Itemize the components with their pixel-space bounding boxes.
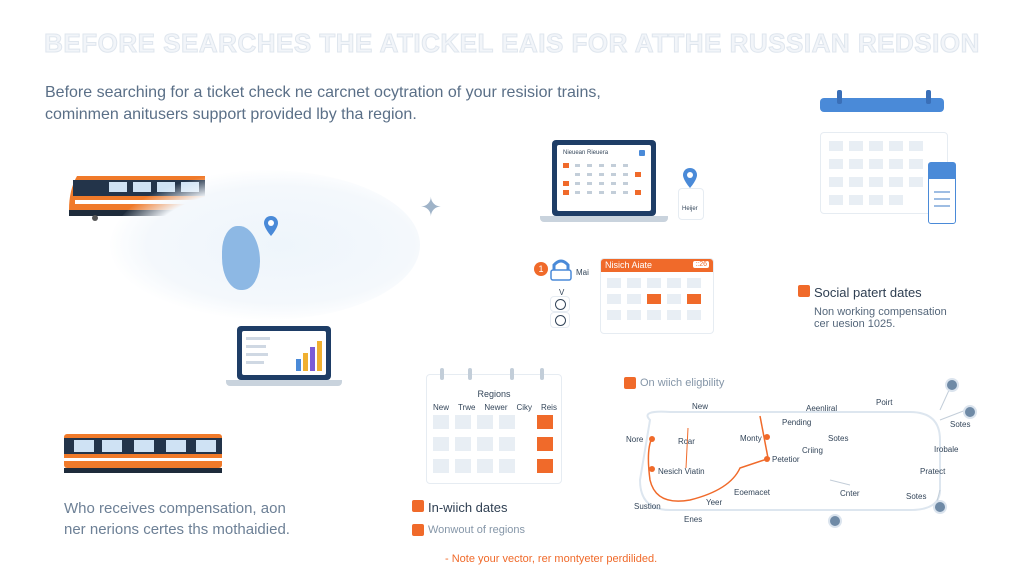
network-node: Petetior — [772, 455, 800, 464]
network-node: Yeer — [706, 498, 723, 507]
footer-note: - Note your vector, rer montyeter perdil… — [445, 553, 658, 565]
network-node: Nore — [626, 435, 644, 444]
legend-marker — [798, 285, 810, 297]
laptop-calendar-header: Nieuean Rieuera — [563, 150, 609, 156]
laptop-base — [226, 380, 342, 386]
map-background — [110, 170, 420, 320]
lock-icon — [550, 259, 572, 281]
network-node: Enes — [684, 515, 703, 524]
sparkle-icon: ✦ — [420, 192, 442, 222]
mini-icon-letter: V — [559, 288, 565, 297]
page-title: BEFORE SEARCHES THE ATICKEL EAIS FOR ATT… — [44, 28, 980, 59]
social-line-1: Non working compensation — [814, 306, 947, 318]
network-node-dot — [945, 378, 959, 392]
network-node: Irobale — [934, 445, 959, 454]
mini-icon-label: Mai — [576, 268, 589, 277]
network-node-dot — [649, 436, 655, 442]
social-heading: Social patert dates — [814, 285, 922, 300]
network-node-dot — [828, 514, 842, 528]
network-node: New — [692, 402, 709, 411]
network-node: Sotes — [906, 492, 927, 501]
network-node: Sotes — [828, 434, 849, 443]
dates-calendar-badge: ::26 — [693, 261, 709, 268]
calendar-ring — [540, 368, 544, 380]
network-node: Monty — [740, 434, 762, 443]
clock-icon — [550, 312, 570, 328]
in-which-dates-sub: Wonwout of regions — [428, 524, 526, 536]
who-line-2: ner nerions certes ths mothaidied. — [64, 521, 290, 538]
network-node: Pratect — [920, 467, 946, 476]
who-line-1: Who receives compensation, aon — [64, 500, 286, 517]
regions-calendar-card: Regions New Trwe Newer Ciky Reis — [426, 374, 562, 484]
regions-col: Trwe — [457, 403, 476, 412]
calendar-top-bar — [820, 98, 944, 112]
network-node: Eoemacet — [734, 488, 771, 497]
network-node: Nesich Viatin — [658, 467, 705, 476]
calendar-ring — [926, 90, 931, 104]
location-card-label: Heijer — [682, 206, 698, 212]
network-node: Sotes — [950, 420, 971, 429]
laptop-base — [540, 216, 668, 222]
network-node: Aeenliral — [806, 404, 838, 413]
dates-calendar-header: Nisich Aiate — [605, 260, 653, 270]
regions-col: New — [433, 403, 450, 412]
intro-text: Before searching for a ticket check ne c… — [45, 82, 745, 126]
dates-calendar-card: Nisich Aiate ::26 — [600, 258, 714, 334]
ticket-tag-icon — [928, 162, 956, 224]
social-line-2: cer uesion 1025. — [814, 318, 896, 330]
network-node: Pending — [782, 418, 812, 427]
legend-marker — [412, 524, 424, 536]
legend-marker — [624, 377, 636, 389]
network-node-dot — [933, 500, 947, 514]
location-pin-icon — [264, 216, 278, 236]
network-node: Criing — [802, 446, 823, 455]
map-region-highlight — [222, 226, 260, 290]
calendar-ring — [837, 90, 842, 104]
regions-col: Ciky — [516, 403, 532, 412]
location-card: Heijer — [678, 188, 704, 220]
legend-eligibility: On wiich eligbility — [640, 377, 725, 389]
calendar-grid-card — [820, 132, 948, 214]
location-pin-icon — [683, 168, 697, 188]
network-node-dot — [764, 434, 770, 440]
calendar-control-icon — [639, 150, 645, 156]
intro-line-2: cominmen anitusers support provided lby … — [45, 106, 417, 123]
network-node-dot — [649, 466, 655, 472]
laptop-calendar-icon: Nieuean Rieuera — [552, 140, 656, 216]
network-node-dot — [963, 405, 977, 419]
who-text: Who receives compensation, aon ner nerio… — [64, 498, 290, 540]
legend-marker — [412, 500, 424, 512]
clock-icon — [550, 296, 570, 312]
regions-col: Reis — [540, 403, 557, 412]
laptop-chart-icon — [237, 326, 331, 380]
network-node: Rcar — [678, 437, 695, 446]
regions-col: Newer — [484, 403, 508, 412]
regions-calendar-title: Regions — [477, 389, 511, 399]
calendar-ring — [440, 368, 444, 380]
network-node: Poirt — [876, 398, 893, 407]
intro-line-1: Before searching for a ticket check ne c… — [45, 84, 601, 101]
network-node-dot — [764, 456, 770, 462]
train-icon — [64, 434, 222, 473]
in-which-dates-heading: In-wiich dates — [428, 500, 508, 515]
calendar-ring — [510, 368, 514, 380]
calendar-ring — [468, 368, 472, 380]
network-node: Cnter — [840, 489, 860, 498]
network-node: Sustion — [634, 502, 661, 511]
notification-badge: 1 — [534, 262, 548, 276]
